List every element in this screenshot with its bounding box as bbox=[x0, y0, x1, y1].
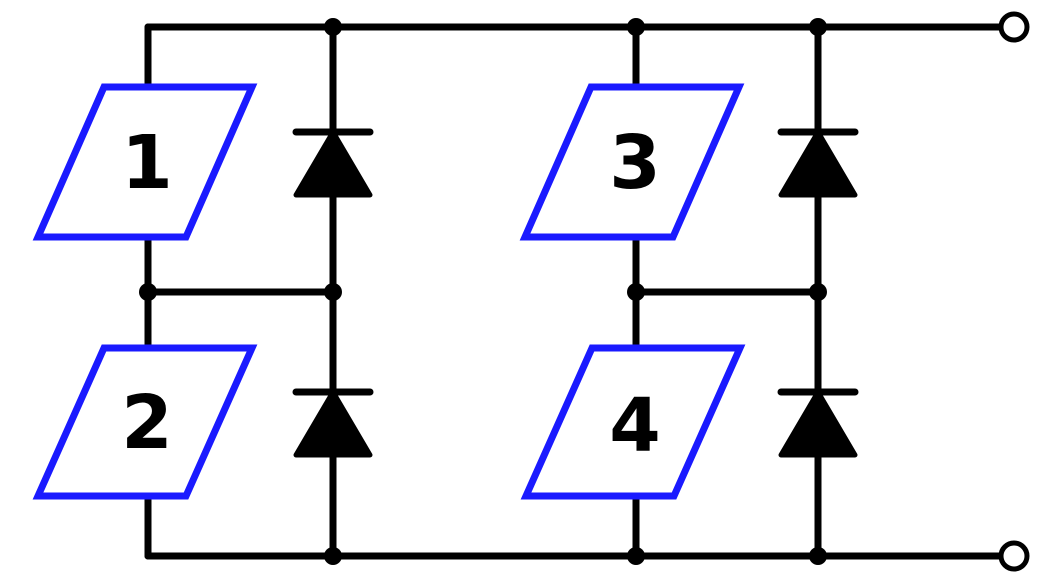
switch-3-outline bbox=[519, 83, 745, 241]
switch-1-outline bbox=[32, 83, 258, 241]
top-terminal bbox=[998, 11, 1030, 43]
junction-node bbox=[809, 547, 827, 565]
switch-3: 3 bbox=[519, 83, 745, 241]
switch-4: 4 bbox=[520, 344, 746, 500]
diode-3-triangle bbox=[778, 129, 858, 198]
switch-2-label: 2 bbox=[121, 380, 173, 466]
switch-3-label: 3 bbox=[609, 120, 661, 206]
diode-4 bbox=[777, 388, 859, 458]
switch-2: 2 bbox=[32, 344, 258, 500]
diode-1 bbox=[292, 128, 374, 198]
junction-nodes bbox=[139, 18, 827, 565]
diode-1-triangle bbox=[293, 129, 373, 198]
junction-node bbox=[809, 18, 827, 36]
diode-3 bbox=[777, 128, 859, 198]
junction-node bbox=[324, 18, 342, 36]
switch-1: 1 bbox=[32, 83, 258, 241]
junction-node bbox=[324, 283, 342, 301]
junction-node bbox=[809, 283, 827, 301]
junction-node bbox=[627, 18, 645, 36]
switch-4-outline bbox=[520, 344, 746, 500]
diode-4-triangle bbox=[778, 389, 858, 458]
diode-2-triangle bbox=[293, 389, 373, 458]
switch-4-label: 4 bbox=[609, 383, 661, 469]
bottom-terminal bbox=[998, 540, 1030, 572]
junction-node bbox=[627, 283, 645, 301]
switch-2-outline bbox=[32, 344, 258, 500]
junction-node bbox=[324, 547, 342, 565]
switch-1-label: 1 bbox=[121, 120, 173, 206]
junction-node bbox=[139, 283, 157, 301]
junction-node bbox=[627, 547, 645, 565]
diode-2 bbox=[292, 388, 374, 458]
